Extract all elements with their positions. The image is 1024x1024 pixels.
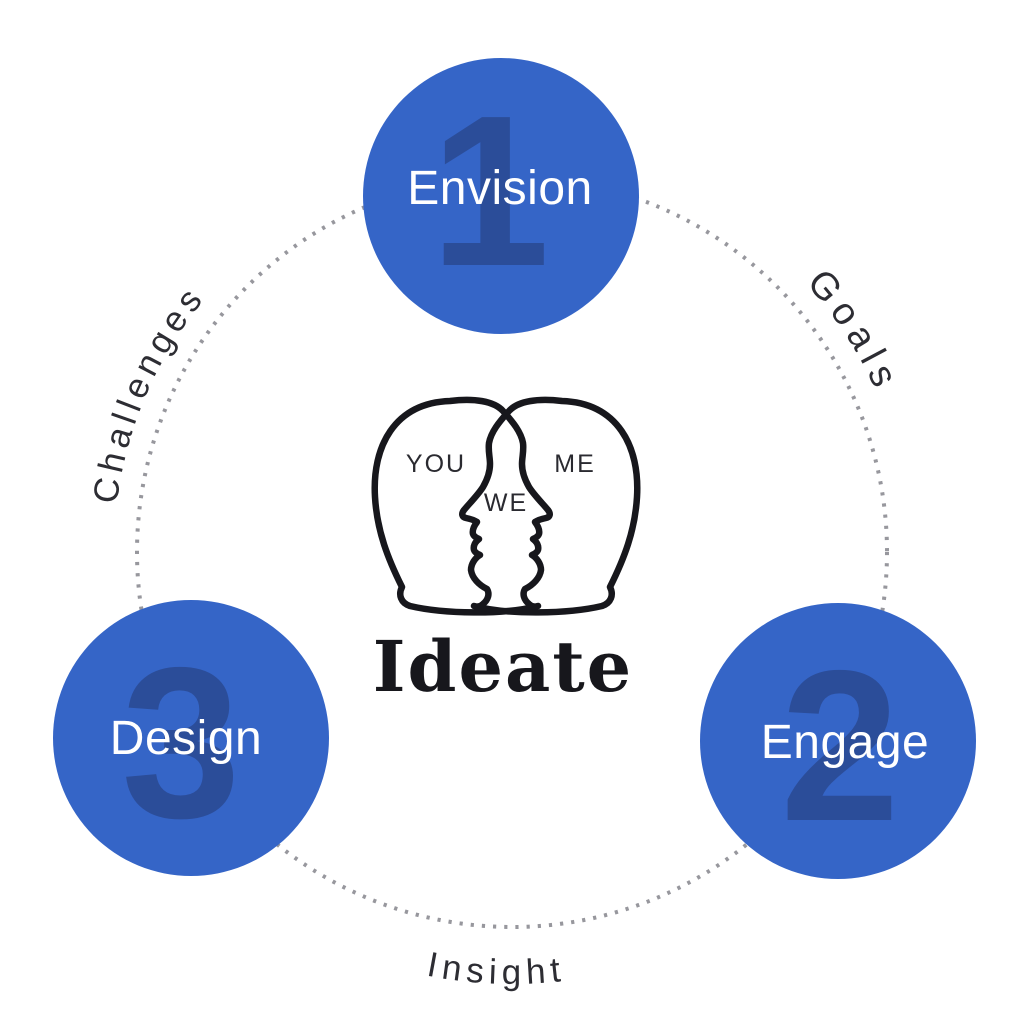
- icon-label-you: YOU: [406, 450, 466, 478]
- node-design-number: 3: [121, 622, 241, 863]
- node-design-label: Design: [110, 712, 262, 765]
- node-envision-circle: [363, 58, 639, 334]
- icon-label-we: WE: [484, 489, 528, 517]
- node-engage: 2 Engage: [700, 603, 976, 879]
- ring-label-challenges: Challenges: [86, 277, 213, 506]
- two-heads-icon: YOU ME WE: [375, 400, 638, 612]
- node-design-circle: [53, 600, 329, 876]
- node-envision-label: Envision: [407, 162, 592, 215]
- node-engage-circle: [700, 603, 976, 879]
- node-engage-label: Engage: [761, 716, 930, 769]
- node-engage-number: 2: [780, 625, 900, 866]
- icon-label-me: ME: [554, 450, 596, 478]
- dotted-ring: [135, 175, 889, 929]
- node-design: 3 Design: [53, 600, 329, 876]
- node-envision-number: 1: [430, 70, 550, 311]
- node-envision: 1 Envision: [363, 58, 639, 334]
- ring-label-insight: Insight: [424, 945, 567, 992]
- center-title: Ideate: [373, 625, 633, 708]
